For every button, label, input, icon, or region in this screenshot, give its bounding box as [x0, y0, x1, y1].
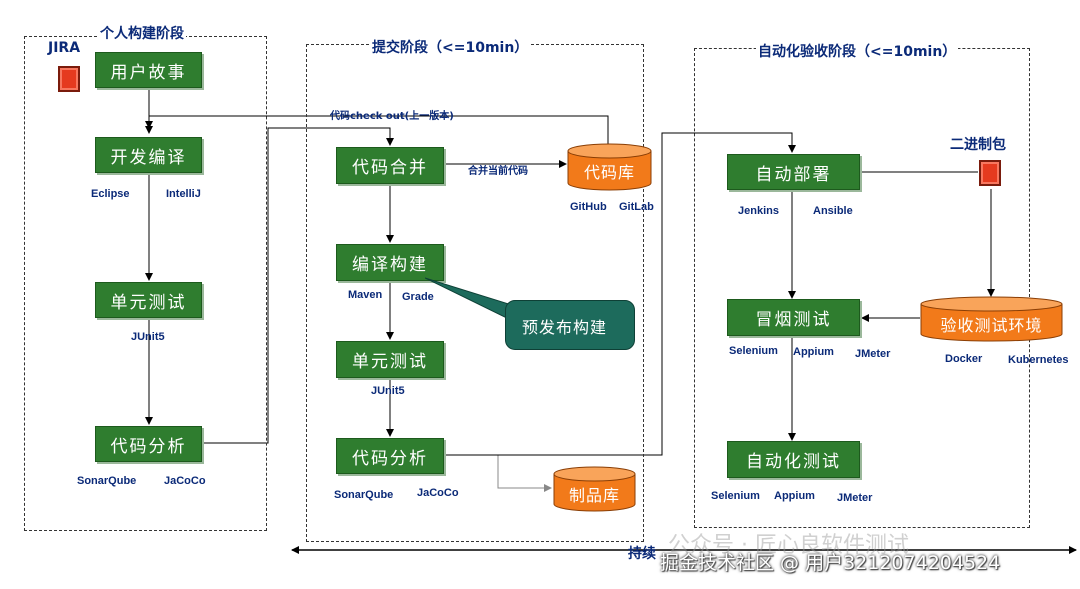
tool-appium: Appium — [793, 346, 834, 358]
tool-selenium: Selenium — [729, 345, 778, 357]
tool-gitlab: GitLab — [619, 201, 654, 213]
tool-jmeter-2: JMeter — [837, 492, 873, 504]
edge-personal-to-merge — [202, 127, 394, 444]
jira-icon — [58, 66, 80, 92]
box-merge: 代码合并 — [336, 147, 444, 184]
tool-intellij: IntelliJ — [166, 188, 201, 200]
tool-appium-2: Appium — [774, 490, 815, 502]
binary-icon — [979, 160, 1001, 186]
tool-eclipse: Eclipse — [91, 188, 130, 200]
watermark-juejin: 掘金技术社区 @ 用户3212074204524 — [660, 552, 1001, 574]
repo-label: 代码库 — [583, 163, 635, 182]
tool-sonarqube-commit: SonarQube — [334, 489, 394, 501]
tool-jenkins: Jenkins — [738, 205, 779, 217]
tool-ansible: Ansible — [813, 205, 853, 217]
box-code-analysis-personal: 代码分析 — [95, 426, 202, 462]
tool-github: GitHub — [570, 201, 607, 213]
continuous-label: 持续 — [628, 546, 656, 562]
box-auto-deploy: 自动部署 — [727, 154, 860, 190]
edge-checkout — [145, 115, 609, 146]
box-unit-test-commit: 单元测试 — [336, 341, 444, 378]
env-label: 验收测试环境 — [940, 316, 1043, 335]
stage-title-acceptance: 自动化验收阶段（<=10min） — [756, 41, 959, 61]
box-build: 编译构建 — [336, 244, 444, 281]
tool-maven: Maven — [348, 289, 383, 301]
stage-title-commit: 提交阶段（<=10min） — [370, 37, 531, 57]
cylinder-env: 验收测试环境 — [920, 296, 1063, 342]
tool-docker: Docker — [945, 353, 983, 365]
jira-label: JIRA — [48, 40, 81, 56]
cylinder-repo: 代码库 — [567, 143, 652, 191]
tool-grade: Grade — [402, 291, 434, 303]
cylinder-artifact: 制品库 — [553, 466, 636, 512]
merge-label: 合并当前代码 — [468, 166, 528, 177]
binary-label: 二进制包 — [950, 137, 1006, 153]
tool-sonarqube-personal: SonarQube — [77, 475, 137, 487]
box-smoke-test: 冒烟测试 — [727, 299, 860, 336]
tool-junit-personal: JUnit5 — [131, 331, 165, 343]
box-dev-compile: 开发编译 — [95, 137, 202, 173]
tool-kubernetes: Kubernetes — [1008, 354, 1069, 366]
edge-commit-to-deploy — [444, 132, 796, 456]
watermark-wechat: 公众号 · 匠心良软件测试 — [668, 533, 909, 558]
callout-prerelease: 预发布构建 — [505, 300, 635, 350]
checkout-label: 代码check out(上一版本) — [330, 111, 454, 122]
box-auto-test: 自动化测试 — [727, 441, 860, 478]
tool-jacoco-personal: JaCoCo — [164, 475, 206, 487]
tool-junit-commit: JUnit5 — [371, 385, 405, 397]
artifact-label: 制品库 — [568, 486, 620, 505]
box-user-story: 用户故事 — [95, 52, 202, 88]
stage-title-personal: 个人构建阶段 — [98, 23, 186, 43]
tool-jmeter: JMeter — [855, 348, 891, 360]
box-unit-test-personal: 单元测试 — [95, 282, 202, 318]
box-code-analysis-commit: 代码分析 — [336, 438, 444, 474]
tool-jacoco-commit: JaCoCo — [417, 487, 459, 499]
tool-selenium-2: Selenium — [711, 490, 760, 502]
callout-prerelease-label: 预发布构建 — [522, 318, 608, 337]
